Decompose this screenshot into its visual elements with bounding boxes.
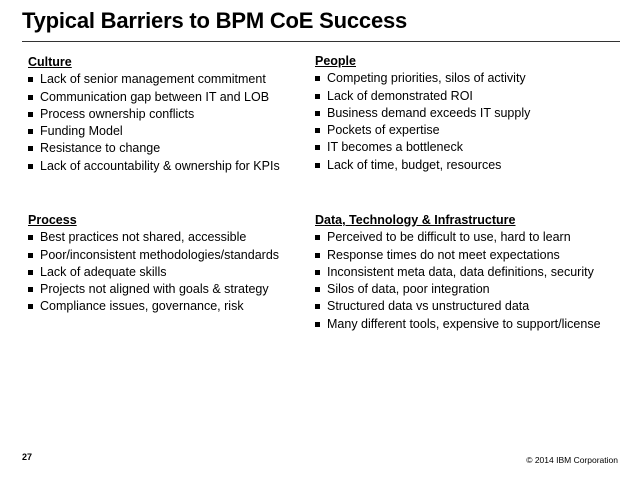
list-item-text: Pockets of expertise: [327, 123, 440, 138]
square-bullet-icon: [315, 128, 320, 134]
square-bullet-icon: [28, 129, 33, 135]
square-bullet-icon: [315, 145, 320, 151]
list-item-text: Process ownership conflicts: [40, 106, 195, 121]
section-data-technology: Data, Technology & Infrastructure Percei…: [315, 212, 601, 333]
list-item: Best practices not shared, accessible: [28, 229, 279, 246]
section-process: Process Best practices not shared, acces…: [28, 212, 279, 316]
list-item: Competing priorities, silos of activity: [315, 70, 530, 87]
square-bullet-icon: [315, 93, 320, 99]
list-item: Lack of demonstrated ROI: [315, 88, 530, 105]
list-item: Lack of senior management commitment: [28, 71, 280, 88]
copyright-notice: © 2014 IBM Corporation: [526, 455, 618, 465]
list-item-text: Inconsistent meta data, data definitions…: [327, 264, 594, 279]
page-number: 27: [22, 452, 33, 462]
list-item: Silos of data, poor integration: [315, 281, 601, 298]
culture-list: Lack of senior management commitment Com…: [28, 71, 280, 175]
data-technology-list: Perceived to be difficult to use, hard t…: [315, 229, 601, 333]
list-item-text: Resistance to change: [40, 141, 161, 156]
list-item-text: Lack of time, budget, resources: [327, 157, 502, 172]
section-heading-data: Data, Technology & Infrastructure: [315, 213, 516, 227]
square-bullet-icon: [28, 111, 33, 117]
list-item-text: Best practices not shared, accessible: [40, 230, 247, 245]
list-item: Lack of accountability & ownership for K…: [28, 158, 280, 175]
square-bullet-icon: [315, 269, 320, 275]
list-item: Response times do not meet expectations: [315, 247, 601, 264]
list-item-text: Poor/inconsistent methodologies/standard…: [40, 247, 280, 262]
list-item: Resistance to change: [28, 140, 280, 157]
list-item-text: Funding Model: [40, 124, 123, 139]
list-item-text: Business demand exceeds IT supply: [327, 105, 531, 120]
list-item-text: Projects not aligned with goals & strate…: [40, 282, 269, 297]
list-item-text: Compliance issues, governance, risk: [40, 299, 244, 314]
list-item-text: Communication gap between IT and LOB: [40, 89, 270, 104]
square-bullet-icon: [315, 252, 320, 258]
square-bullet-icon: [28, 146, 33, 152]
square-bullet-icon: [28, 77, 33, 83]
list-item: IT becomes a bottleneck: [315, 139, 530, 156]
square-bullet-icon: [315, 162, 320, 168]
list-item: Compliance issues, governance, risk: [28, 298, 279, 315]
square-bullet-icon: [315, 287, 320, 293]
section-heading-people: People: [315, 54, 356, 68]
list-item: Lack of time, budget, resources: [315, 157, 530, 174]
list-item-text: Silos of data, poor integration: [327, 282, 490, 297]
list-item: Lack of adequate skills: [28, 264, 279, 281]
list-item-text: Perceived to be difficult to use, hard t…: [327, 230, 571, 245]
list-item: Business demand exceeds IT supply: [315, 105, 530, 122]
square-bullet-icon: [28, 252, 33, 258]
section-culture: Culture Lack of senior management commit…: [28, 54, 280, 175]
section-heading-process: Process: [28, 213, 77, 227]
title-divider: [22, 41, 620, 42]
list-item-text: Response times do not meet expectations: [327, 247, 560, 262]
list-item: Communication gap between IT and LOB: [28, 89, 280, 106]
list-item: Inconsistent meta data, data definitions…: [315, 264, 601, 281]
square-bullet-icon: [315, 76, 320, 82]
section-heading-culture: Culture: [28, 55, 72, 69]
list-item-text: Lack of adequate skills: [40, 264, 167, 279]
square-bullet-icon: [28, 235, 33, 241]
list-item-text: Lack of demonstrated ROI: [327, 88, 473, 103]
list-item-text: Structured data vs unstructured data: [327, 299, 530, 314]
section-people: People Competing priorities, silos of ac…: [315, 53, 530, 174]
list-item: Structured data vs unstructured data: [315, 298, 601, 315]
square-bullet-icon: [28, 287, 33, 293]
square-bullet-icon: [28, 304, 33, 310]
list-item-text: Lack of accountability & ownership for K…: [40, 158, 280, 173]
list-item: Poor/inconsistent methodologies/standard…: [28, 247, 279, 264]
square-bullet-icon: [28, 269, 33, 275]
list-item: Process ownership conflicts: [28, 106, 280, 123]
square-bullet-icon: [315, 235, 320, 241]
process-list: Best practices not shared, accessible Po…: [28, 229, 279, 315]
list-item-text: Many different tools, expensive to suppo…: [327, 316, 601, 331]
square-bullet-icon: [315, 304, 320, 310]
square-bullet-icon: [315, 321, 320, 327]
square-bullet-icon: [315, 110, 320, 116]
list-item: Funding Model: [28, 123, 280, 140]
square-bullet-icon: [28, 94, 33, 100]
list-item-text: IT becomes a bottleneck: [327, 140, 463, 155]
list-item-text: Lack of senior management commitment: [40, 72, 266, 87]
list-item: Many different tools, expensive to suppo…: [315, 316, 601, 333]
square-bullet-icon: [28, 163, 33, 169]
list-item: Perceived to be difficult to use, hard t…: [315, 229, 601, 246]
people-list: Competing priorities, silos of activity …: [315, 70, 530, 174]
slide-title: Typical Barriers to BPM CoE Success: [22, 8, 408, 33]
list-item: Projects not aligned with goals & strate…: [28, 281, 279, 298]
list-item-text: Competing priorities, silos of activity: [327, 71, 526, 86]
list-item: Pockets of expertise: [315, 122, 530, 139]
